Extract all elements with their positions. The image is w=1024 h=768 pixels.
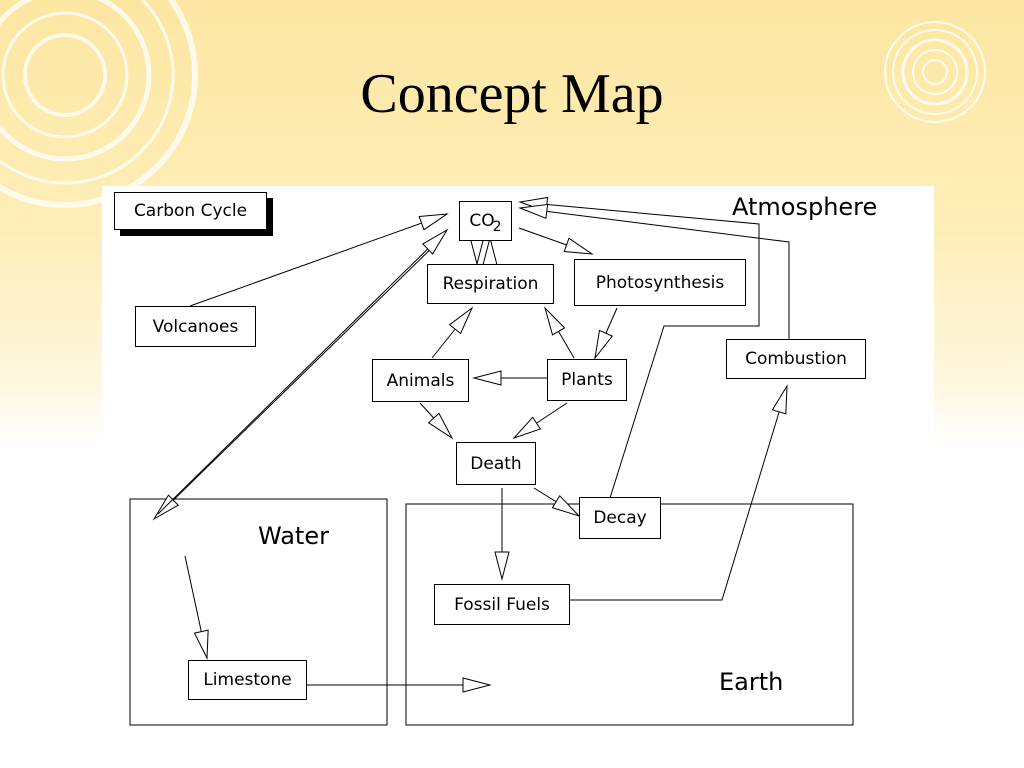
arrow-water-co2 xyxy=(157,228,449,515)
arrow-fossil-fuels-combustion xyxy=(570,384,788,601)
node-fossil-fuels: Fossil Fuels xyxy=(434,584,570,625)
node-photosynthesis: Photosynthesis xyxy=(574,259,746,306)
arrow-volcanoes-co2 xyxy=(189,213,449,307)
arrow-photosynthesis-plants xyxy=(594,307,618,360)
atmosphere-label: Atmosphere xyxy=(732,193,878,221)
node-respiration: Respiration xyxy=(427,264,554,304)
left-rings-icon xyxy=(0,0,198,208)
arrow-co2-water xyxy=(152,237,443,521)
node-death: Death xyxy=(456,442,536,485)
node-combustion: Combustion xyxy=(726,339,866,379)
earth-label: Earth xyxy=(719,668,784,696)
water-label: Water xyxy=(258,522,329,550)
carbon-cycle-tag: Carbon Cycle xyxy=(114,192,267,230)
node-plants: Plants xyxy=(547,359,627,401)
arrow-animals-death xyxy=(419,402,454,440)
node-limestone: Limestone xyxy=(188,660,307,700)
water-region xyxy=(129,498,388,726)
arrow-death-decay xyxy=(533,487,581,518)
arrow-animals-respiration xyxy=(431,306,474,359)
slide-title: Concept Map xyxy=(360,63,664,125)
co2-text: CO xyxy=(469,211,495,231)
right-rings-icon xyxy=(884,21,986,123)
arrow-water-limestone xyxy=(184,555,209,660)
co2-subscript: 2 xyxy=(492,219,502,235)
arrow-combustion-co2 xyxy=(518,203,790,339)
arrow-decay-co2 xyxy=(518,196,760,499)
arrow-co2-photosynthesis xyxy=(518,227,594,255)
node-decay: Decay xyxy=(579,497,661,539)
node-volcanoes: Volcanoes xyxy=(135,306,256,347)
node-animals: Animals xyxy=(372,359,469,402)
arrow-plants-death xyxy=(512,402,568,440)
arrow-plants-respiration xyxy=(544,306,575,359)
